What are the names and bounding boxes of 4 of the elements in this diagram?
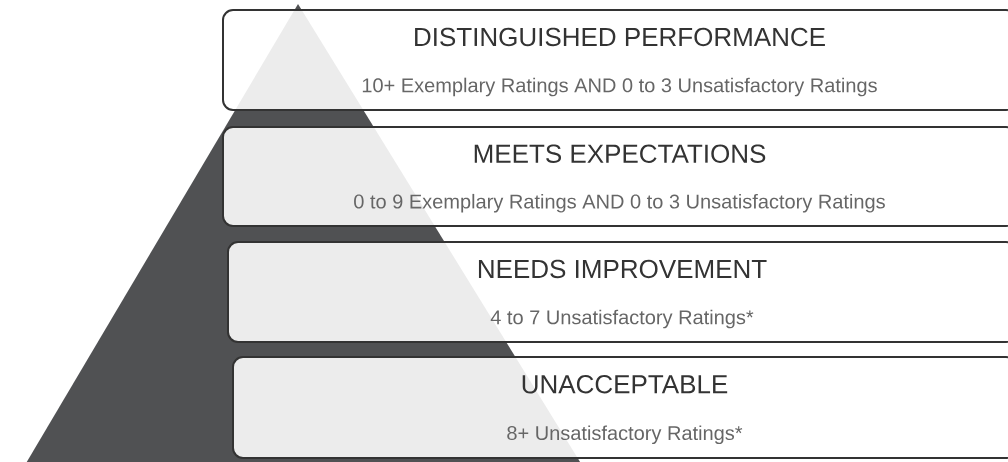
level-box: DISTINGUISHED PERFORMANCE 10+ Exemplary Ratings AND 0 to 3 Unsatisfactory Ratings — [222, 9, 1008, 111]
level-box: MEETS EXPECTATIONS 0 to 9 Exemplary Ratings AND 0 to 3 Unsatisfactory Ratings — [222, 126, 1008, 227]
level-box: UNACCEPTABLE 8+ Unsatisfactory Ratings* — [232, 356, 1008, 459]
level-box: NEEDS IMPROVEMENT 4 to 7 Unsatisfactory Ratings* — [227, 241, 1008, 343]
